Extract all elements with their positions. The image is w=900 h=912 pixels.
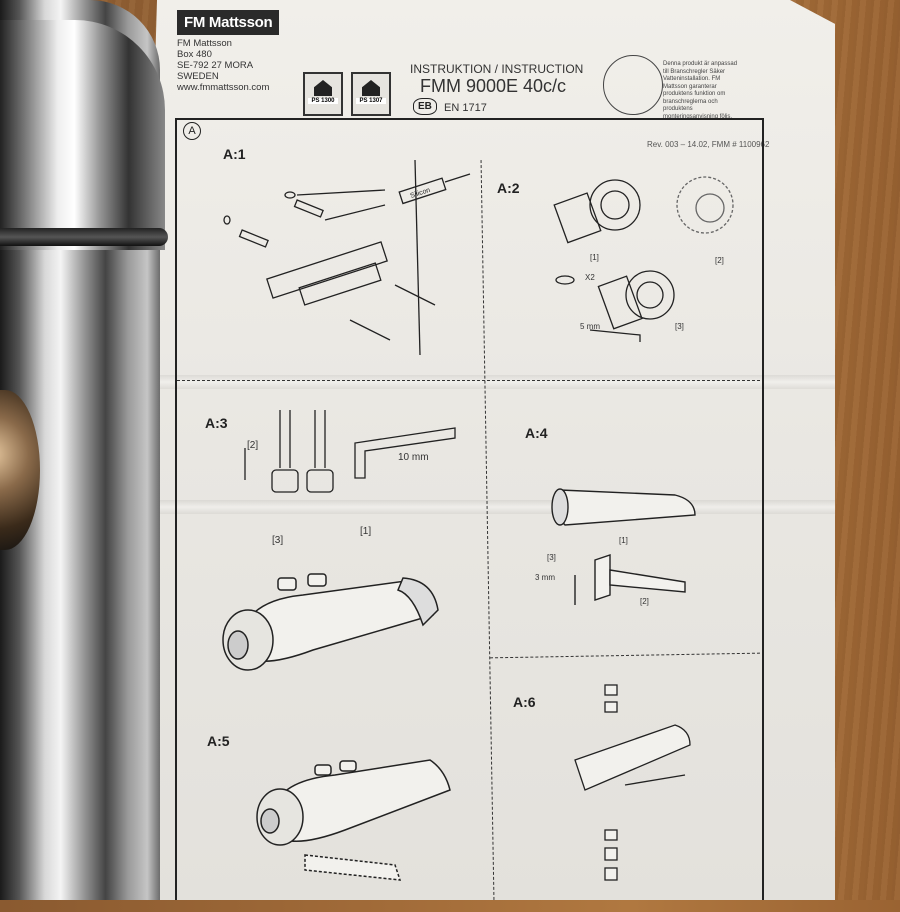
address-line: SWEDEN bbox=[177, 71, 219, 82]
callout: [3] bbox=[272, 535, 284, 546]
product-model: FMM 9000E 40c/c bbox=[420, 76, 567, 96]
mixer-diagram bbox=[222, 573, 439, 671]
a1-diagram: Silicon bbox=[223, 159, 471, 356]
paper-fold bbox=[135, 375, 835, 389]
certification-mark: PS 1307 bbox=[351, 72, 391, 116]
document-title: INSTRUKTION / INSTRUCTION bbox=[410, 62, 584, 76]
callout: [1] bbox=[590, 253, 599, 262]
address-block: FM Mattsson Box 480 SE-792 27 MORA SWEDE… bbox=[177, 38, 269, 93]
a2-diagram bbox=[553, 176, 734, 342]
step-label-a1: A:1 bbox=[223, 146, 246, 162]
callout: [2] bbox=[640, 597, 649, 606]
a3-diagram bbox=[244, 410, 456, 493]
eco-text: Denna produkt är anpassad till Branschre… bbox=[663, 61, 738, 120]
step-label-a4: A:4 bbox=[525, 425, 548, 441]
callout: 10 mm bbox=[398, 452, 429, 463]
cert-label: PS 1300 bbox=[308, 98, 338, 104]
house-icon bbox=[362, 80, 380, 96]
address-line: FM Mattsson bbox=[177, 38, 232, 49]
eb-mark: EB bbox=[413, 98, 437, 115]
callout: [1] bbox=[360, 526, 372, 537]
callout: [3] bbox=[675, 322, 684, 331]
step-label-a2: A:2 bbox=[497, 180, 520, 196]
callout: 5 mm bbox=[580, 322, 600, 331]
eco-certification: Denna produkt är anpassad till Branschre… bbox=[603, 55, 743, 125]
a5-diagram bbox=[256, 759, 451, 881]
step-label-a5: A:5 bbox=[207, 733, 230, 749]
chrome-mixer-ring bbox=[0, 228, 168, 246]
brand-logo: FM Mattsson bbox=[177, 10, 280, 35]
a6-diagram bbox=[574, 684, 691, 881]
section-marker: A bbox=[183, 122, 201, 140]
cert-label: PS 1307 bbox=[356, 98, 386, 104]
step-label-a6: A:6 bbox=[513, 694, 536, 710]
callout: X2 bbox=[585, 273, 595, 282]
flame-seal-icon bbox=[603, 55, 663, 115]
step-label-a3: A:3 bbox=[205, 415, 228, 431]
revision-label: Rev. 003 – 14.02, FMM # 1100962 bbox=[647, 140, 770, 149]
address-line: www.fmmattsson.com bbox=[177, 82, 270, 93]
address-line: Box 480 bbox=[177, 49, 212, 60]
house-icon bbox=[314, 80, 332, 96]
address-line: SE-792 27 MORA bbox=[177, 60, 254, 71]
certification-mark: PS 1300 bbox=[303, 72, 343, 116]
callout: [2] bbox=[247, 440, 259, 451]
standard-label: EN 1717 bbox=[444, 102, 487, 114]
chrome-mixer-top bbox=[0, 20, 165, 250]
callout: [1] bbox=[619, 536, 628, 545]
callout: [2] bbox=[715, 256, 724, 265]
instruction-frame bbox=[175, 118, 764, 900]
callout: [3] bbox=[547, 553, 556, 562]
a4-diagram bbox=[551, 488, 696, 605]
callout: 3 mm bbox=[535, 573, 555, 582]
instruction-sheet: FM Mattsson FM Mattsson Box 480 SE-792 2… bbox=[135, 0, 835, 900]
divider bbox=[177, 380, 760, 381]
